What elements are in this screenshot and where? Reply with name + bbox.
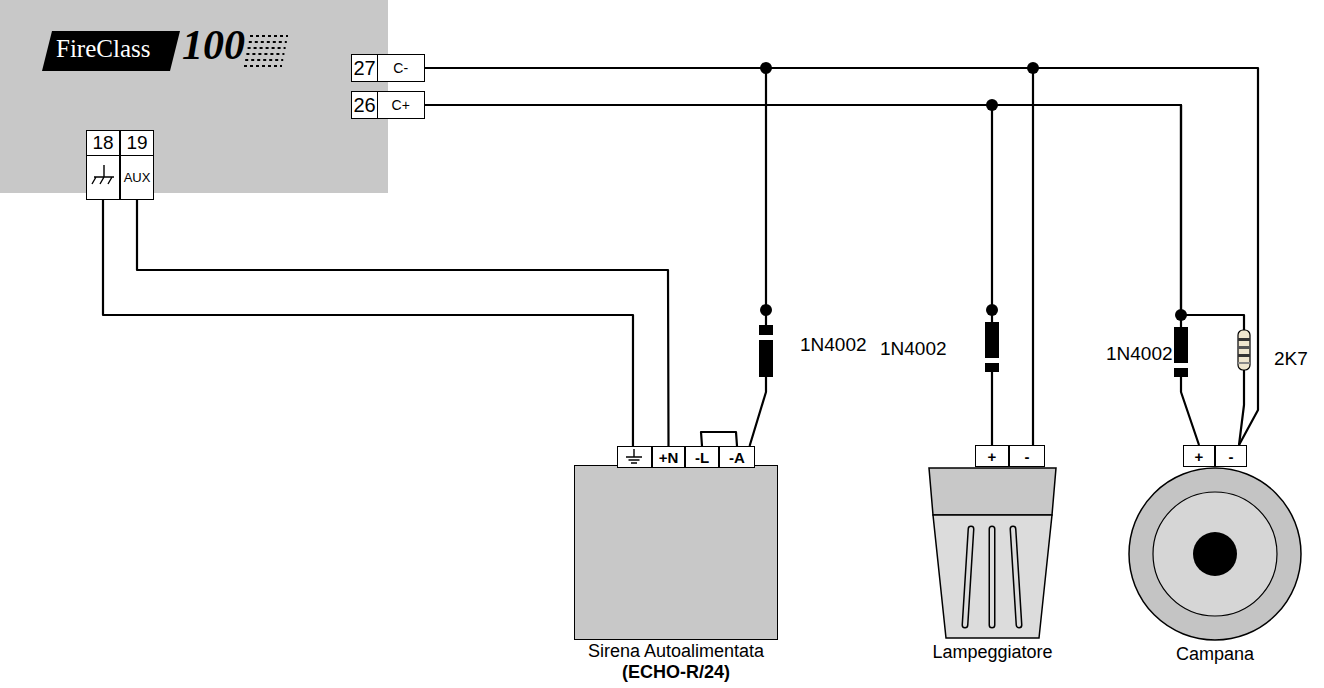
diode-symbol [985,322,999,372]
node-text: Sirena Autoalimentata [588,641,764,662]
bell-shape [1120,466,1310,642]
node-text: 27 [351,54,378,82]
panel-terminal: 19AUX [120,130,154,200]
diode-type: 1N4002 [880,338,947,361]
device-terminal: -L [685,446,719,468]
device-terminal: +N [652,446,685,468]
siren-device: Sirena Autoalimentata(ECHO-R/24)+N-L-A [574,465,778,640]
wire [425,68,1258,445]
node-text: C+ [377,91,426,119]
diode-symbol [759,325,773,377]
flasher-shape [925,467,1060,640]
earth-symbol [88,157,118,197]
node-text: -L [695,450,709,465]
wire [701,432,737,446]
node-text: Campana [1176,644,1254,665]
device-terminal [617,446,652,468]
device-terminal: + [1183,445,1215,467]
wire [425,68,1033,445]
flasher-device: Lampeggiatore+- [925,467,1060,640]
node-text: - [1229,449,1234,464]
resistor-symbol [1238,330,1250,370]
wire [137,200,669,446]
node-text: -A [729,450,745,465]
wire [425,68,766,446]
node-text: 18 [86,130,120,156]
diode-symbol [1174,327,1188,377]
wire [425,105,992,445]
device-terminal: - [1215,445,1247,467]
resistor-value: 2K7 [1274,348,1308,371]
panel-terminal: 26C+ [351,91,425,119]
node-text: 26 [351,91,378,119]
node-text: AUX [120,155,154,201]
device-label: Campana [1176,644,1254,665]
node-text: Lampeggiatore [932,642,1052,663]
node-text: + [1195,449,1204,464]
device-label: Sirena Autoalimentata(ECHO-R/24) [588,641,764,683]
wire [103,200,633,465]
node-text: + [988,449,997,464]
diode-type: 1N4002 [1106,343,1173,366]
earth-symbol [618,447,650,466]
panel-terminal: 18 [86,130,120,200]
control-panel: FireClass10027C-26C+1819AUX [0,0,388,193]
node-text: 100 [182,22,245,68]
device-terminal: -A [719,446,755,468]
device-label: Lampeggiatore [932,642,1052,663]
node-text: 19 [120,130,154,156]
node-text: +N [659,450,679,465]
bell-device: Campana+- [1120,466,1310,642]
diode-type: 1N4002 [800,334,867,357]
node-text: C- [377,54,426,82]
node-text: (ECHO-R/24) [588,662,764,683]
wire [425,105,1244,445]
junction-dots [760,62,1187,321]
earth-terminal [86,155,120,201]
node-text: - [1025,449,1030,464]
panel-terminal: 27C- [351,54,425,82]
device-terminal: - [1009,445,1045,467]
wire [425,105,1199,445]
device-terminal: + [975,445,1009,467]
node-text: FireClass [56,35,150,63]
